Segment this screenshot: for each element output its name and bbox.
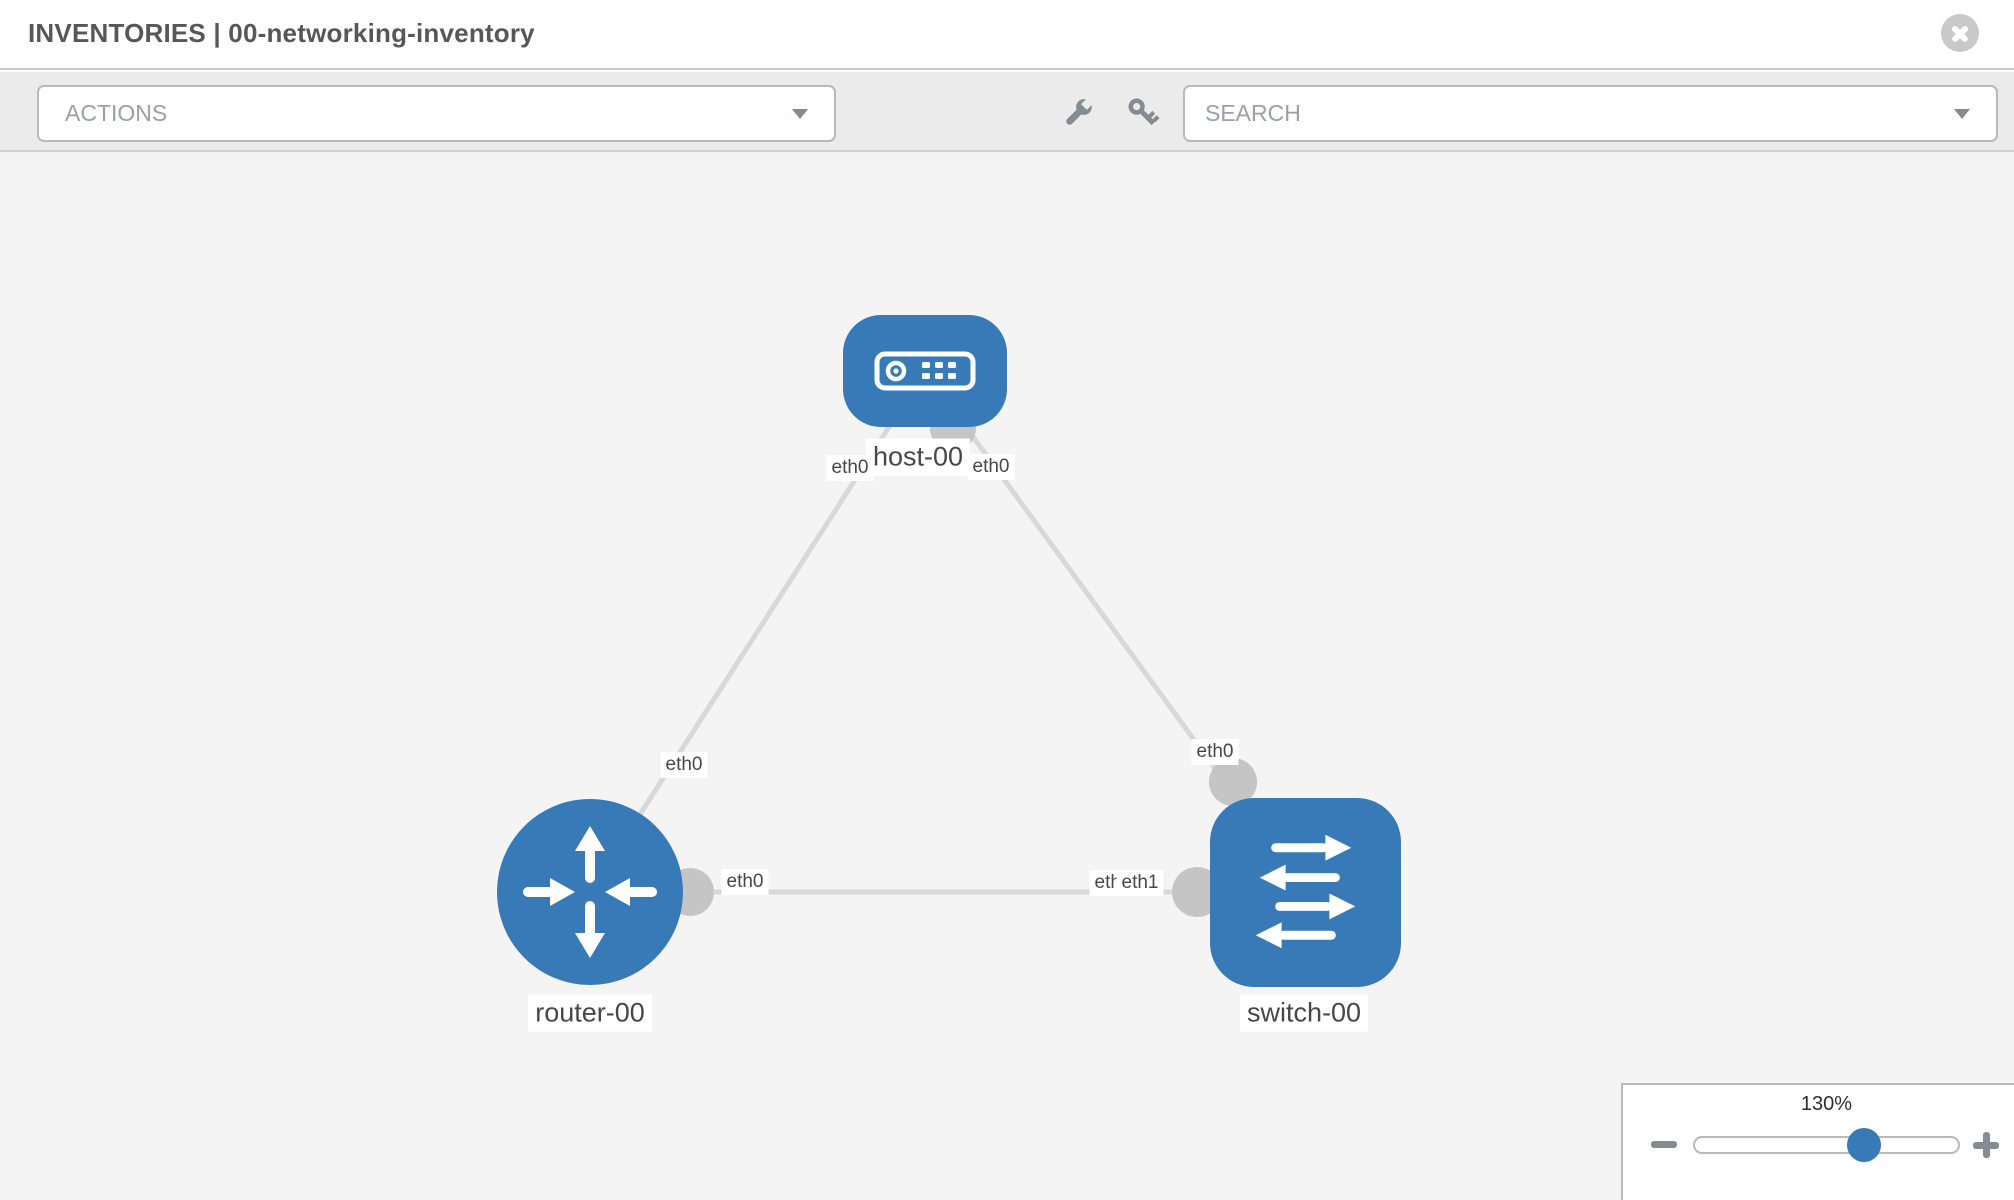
node-host-00[interactable] [843,315,1007,427]
links-layer [587,369,1308,917]
key-icon[interactable] [1123,94,1163,134]
header: INVENTORIES | 00-networking-inventory [0,0,2014,70]
topology-canvas[interactable]: 130% host-00 route [0,152,2014,1200]
wrench-icon[interactable] [1058,94,1098,134]
toolbar: ACTIONS SEARCH [0,72,2014,152]
node-switch-00[interactable] [1209,797,1401,987]
zoom-level-value: 130% [1800,1093,1853,1115]
actions-dropdown[interactable]: ACTIONS [37,85,836,142]
link-endpoint-connector [1209,758,1257,806]
host-icon [874,351,976,391]
search-input[interactable]: SEARCH [1183,85,1998,142]
page-title: INVENTORIES | 00-networking-inventory [28,18,535,48]
node-router-00[interactable] [497,799,683,985]
zoom-in-button[interactable] [1973,1132,1999,1158]
interface-label: eth0 [826,455,874,481]
zoom-slider-thumb[interactable] [1846,1128,1881,1162]
interface-label: eth0 [721,869,769,895]
close-icon[interactable] [1941,14,1979,52]
switch-icon [1255,834,1355,948]
node-label-switch-00: switch-00 [1239,994,1369,1032]
chevron-down-icon [792,108,808,119]
node-label-host-00: host-00 [865,438,971,476]
chevron-down-icon [1954,108,1970,119]
zoom-slider-track[interactable] [1693,1136,1960,1154]
interface-label: eth0 [660,752,708,778]
router-icon [523,826,657,958]
zoom-out-button[interactable] [1651,1141,1677,1148]
search-placeholder: SEARCH [1205,100,1301,126]
interface-label: eth0 [1191,739,1239,765]
interface-label: eth1 [1116,870,1164,896]
node-label-router-00: router-00 [528,994,652,1032]
interface-label: eth0 [967,454,1015,480]
actions-dropdown-label: ACTIONS [65,100,168,126]
zoom-panel: 130% [1621,1083,2014,1200]
